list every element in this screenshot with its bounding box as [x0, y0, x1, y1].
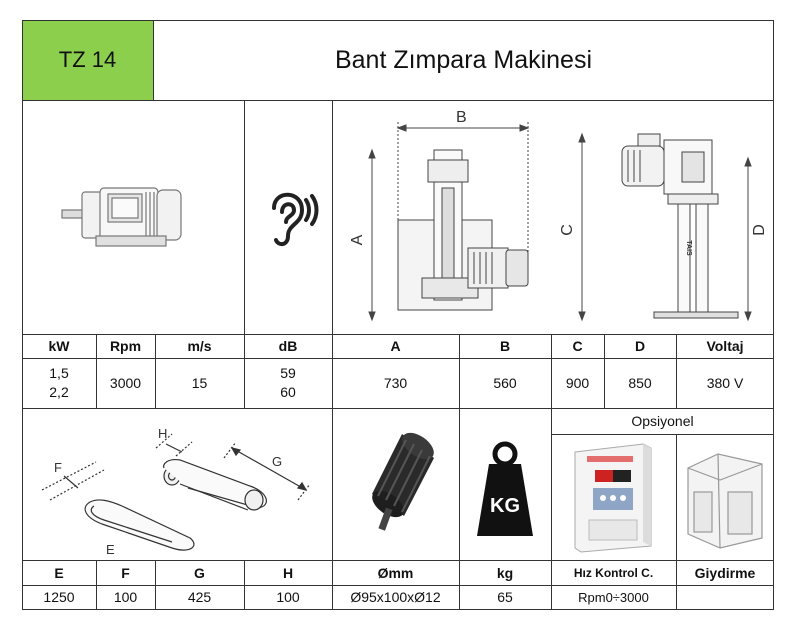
- belt-letter-g: G: [272, 454, 282, 469]
- hdr-h: H: [282, 564, 294, 581]
- val-g: 425: [187, 589, 212, 605]
- border-left: [22, 20, 23, 610]
- dim-letter-a: A: [349, 234, 366, 245]
- val-voltaj: 380 V: [706, 374, 744, 391]
- hdr-voltaj: Voltaj: [706, 338, 744, 354]
- row-line: [22, 408, 774, 409]
- motor-icon: [61, 187, 182, 247]
- val-db-2: 60: [280, 384, 296, 400]
- col-line: [676, 334, 677, 408]
- belt-letter-e: E: [106, 542, 115, 557]
- dim-letter-b: B: [456, 109, 467, 126]
- hdr-giydirme: Giydirme: [694, 564, 756, 581]
- col-line: [332, 100, 333, 610]
- col-line: [155, 560, 156, 610]
- val-db-1: 59: [280, 365, 296, 381]
- row-line: [22, 100, 774, 101]
- row-line: [22, 585, 774, 586]
- col-line: [153, 20, 154, 100]
- drum-icon: [372, 432, 434, 531]
- col-line: [551, 334, 552, 610]
- belt-letter-f: F: [54, 460, 62, 475]
- hdr-d: D: [634, 338, 646, 354]
- hdr-f: F: [121, 564, 130, 581]
- hdr-kg: kg: [496, 564, 514, 581]
- col-line: [676, 434, 677, 610]
- technical-drawing: B A C D TAIS: [349, 109, 768, 322]
- belt-letter-h: H: [158, 426, 167, 441]
- hdr-g: G: [194, 564, 205, 581]
- col-line: [459, 334, 460, 610]
- val-ms: 15: [191, 374, 208, 391]
- hdr-speed-control: Hız Kontrol C.: [573, 565, 654, 580]
- val-f: 100: [113, 589, 138, 605]
- kg-weight-icon: KG: [477, 441, 533, 536]
- border-right: [773, 20, 774, 610]
- hdr-c: C: [572, 338, 583, 354]
- hdr-db: dB: [278, 338, 298, 354]
- col-line: [244, 560, 245, 610]
- val-db: 59 60: [244, 358, 332, 408]
- inverter-image-cell: [551, 434, 676, 560]
- weight-badge: KG: [490, 495, 520, 517]
- hdr-b: B: [499, 338, 511, 354]
- val-kw-2: 2,2: [49, 384, 69, 400]
- col-line: [155, 334, 156, 408]
- col-line: [604, 334, 605, 408]
- hdr-diameter: Ømm: [377, 564, 414, 581]
- val-kw-1: 1,5: [49, 365, 69, 381]
- options-header: Opsiyonel: [631, 413, 694, 429]
- val-c: 900: [565, 374, 590, 391]
- col-line: [96, 334, 97, 408]
- enclosure-icon: [687, 453, 763, 549]
- val-speed-control: Rpm0÷3000: [578, 590, 649, 605]
- hdr-rpm: Rpm: [109, 338, 142, 354]
- belt-diagram: E F G H: [41, 426, 311, 557]
- hdr-kw: kW: [48, 338, 70, 354]
- row-line: [22, 334, 774, 335]
- noise-image-cell: [244, 100, 332, 334]
- weight-image-cell: KG: [459, 408, 551, 560]
- val-d: 850: [628, 374, 652, 391]
- product-title: Bant Zımpara Makinesi: [334, 45, 593, 74]
- val-diameter: Ø95x100xØ12: [350, 589, 441, 605]
- enclosure-image-cell: [676, 434, 774, 560]
- inverter-icon: [574, 443, 652, 553]
- val-e: 1250: [43, 589, 75, 605]
- dim-letter-c: C: [559, 224, 576, 236]
- technical-drawing-cell: B A C D TAIS: [332, 100, 774, 334]
- val-kw: 1,5 2,2: [22, 358, 96, 408]
- row-line: [22, 358, 774, 359]
- col-line: [244, 100, 245, 334]
- stand-brand-label: TAIS: [685, 240, 692, 256]
- val-b: 560: [493, 374, 517, 391]
- drum-image-cell: [332, 408, 459, 560]
- row-line: [22, 560, 774, 561]
- border-top: [22, 20, 774, 21]
- hdr-ms: m/s: [187, 338, 212, 354]
- val-giydirme: [676, 585, 774, 610]
- ear-icon: [272, 192, 319, 247]
- val-rpm: 3000: [109, 374, 142, 391]
- col-line: [96, 560, 97, 610]
- val-a: 730: [383, 374, 408, 391]
- motor-image-cell: [22, 100, 244, 334]
- border-bottom: [22, 609, 774, 610]
- col-line: [244, 334, 245, 408]
- dim-letter-d: D: [751, 224, 768, 236]
- row-line: [551, 434, 774, 435]
- val-h: 100: [276, 589, 300, 605]
- belt-diagram-cell: E F G H: [22, 408, 332, 560]
- product-code: TZ 14: [22, 20, 153, 100]
- spec-sheet: TZ 14 Bant Zımpara Makinesi: [22, 20, 774, 610]
- hdr-e: E: [54, 564, 64, 581]
- hdr-a: A: [390, 338, 401, 354]
- val-kg: 65: [497, 589, 513, 605]
